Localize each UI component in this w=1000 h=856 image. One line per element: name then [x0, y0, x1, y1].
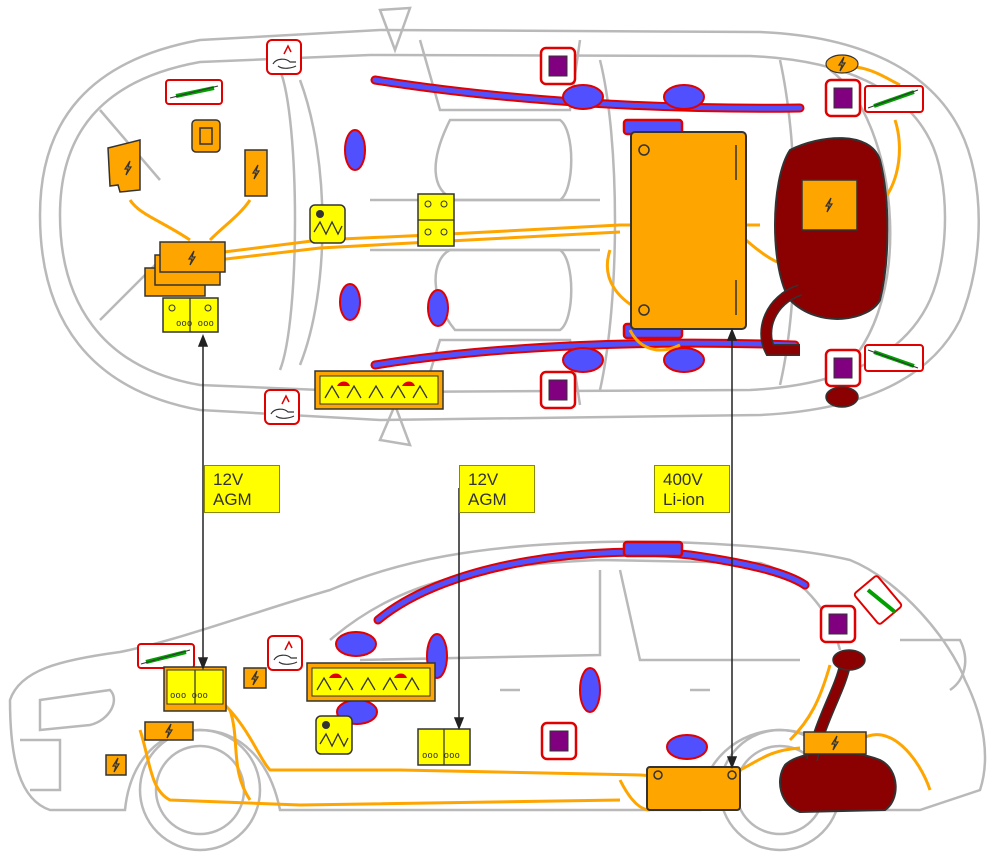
svg-text:ooo ooo: ooo ooo: [176, 319, 214, 329]
top-airbag-side-rear-right: [562, 347, 604, 373]
top-airbag-front-left: [344, 129, 366, 171]
callout-400v-li-ion: 400V Li-ion: [654, 465, 730, 513]
top-gas-strut-hood: [165, 79, 223, 105]
side-hv-module-front-2: [105, 754, 127, 776]
callout-1-voltage: 12V: [213, 470, 244, 489]
top-battery-12v-center-icon: [417, 193, 455, 247]
side-curtain-gas-generator: [622, 540, 684, 558]
top-charge-flap-icon: [825, 54, 859, 74]
side-hv-module-front-1: [144, 721, 194, 741]
side-hv-module-front-3: [243, 667, 267, 689]
top-front-hv-module-1: [107, 139, 141, 193]
side-roof-rail-curtain-airbag-core: [375, 549, 808, 623]
top-pretensioner-rear-right: [824, 348, 862, 388]
top-fuel-tank: [760, 137, 889, 408]
callout-1-type: AGM: [213, 490, 252, 509]
callout-12v-agm-front: 12V AGM: [204, 465, 280, 513]
side-pretensioner-rear: [819, 604, 857, 644]
side-gas-strut-hood: [137, 643, 195, 669]
top-hv-battery-400v: [630, 131, 747, 330]
top-battery-12v-front-icon: ooo ooo: [162, 297, 219, 333]
top-front-fuse-box-icon: [191, 119, 221, 153]
top-airbag-side-rear-right-2: [663, 347, 705, 373]
top-hood-lifter-icon-lower: [264, 389, 300, 425]
top-sensor-icon: [309, 204, 346, 244]
top-pretensioner-front-left: [539, 46, 577, 86]
side-airbag-side-rear: [666, 734, 708, 760]
svg-text:ooo ooo: ooo ooo: [422, 751, 460, 761]
side-view: ooo ooo ooo ooo: [8, 540, 987, 852]
top-airbag-strip-icon: [314, 370, 444, 410]
side-pretensioner-front: [540, 721, 578, 761]
side-wiring-harness: [138, 664, 932, 812]
side-gas-strut-tailgate: [853, 575, 903, 625]
top-airbag-front-right: [339, 283, 361, 321]
top-hood-lifter-icon-upper: [266, 39, 302, 75]
top-front-hv-module-2: [244, 149, 268, 197]
top-gas-strut-tailgate-left: [864, 85, 924, 113]
top-airbag-side-rear-left: [562, 84, 604, 110]
side-hv-battery-400v: [646, 766, 741, 811]
callout-arrows: [197, 327, 738, 770]
roof-rail-curtain-airbag-right-core: [372, 340, 798, 368]
side-battery-12v-center-icon: ooo ooo: [417, 728, 471, 766]
top-airbag-side-rear-left-2: [663, 84, 705, 110]
callout-12v-agm-center: 12V AGM: [459, 465, 535, 513]
side-hood-lifter-icon: [267, 635, 303, 671]
callout-2-type: AGM: [468, 490, 507, 509]
callout-2-voltage: 12V: [468, 470, 499, 489]
side-airbag-seat-rear: [579, 667, 601, 713]
top-pretensioner-rear-left: [824, 78, 862, 118]
top-gas-strut-tailgate-right: [864, 344, 924, 372]
top-airbag-knee: [427, 289, 449, 327]
side-fuel-tank: [779, 649, 897, 814]
svg-text:ooo ooo: ooo ooo: [170, 691, 208, 701]
callout-3-type: Li-ion: [663, 490, 705, 509]
top-pretensioner-front-right: [539, 370, 577, 410]
top-view: ooo ooo: [38, 6, 980, 447]
side-battery-12v-front-icon: ooo ooo: [163, 666, 227, 712]
callout-3-voltage: 400V: [663, 470, 703, 489]
side-airbag-strip-icon: [306, 662, 436, 702]
side-sensor-icon: [315, 715, 353, 755]
side-airbag-front-dash: [335, 631, 377, 657]
top-front-hv-stack: [144, 241, 226, 297]
